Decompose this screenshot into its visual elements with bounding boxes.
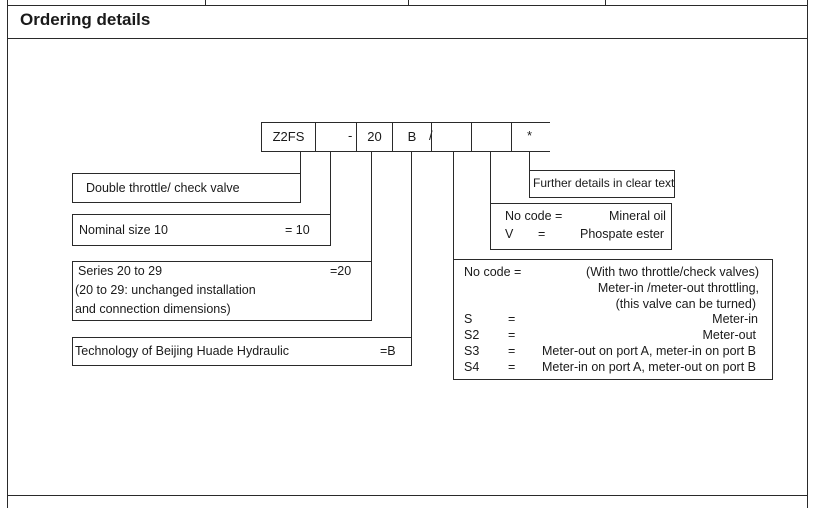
code-slash: / [429,128,433,143]
seals-code: No code = [505,209,563,223]
code-cell-extra-bottom [511,151,550,152]
valve-type-box [72,173,301,203]
throttle-no-code-line: (this valve can be turned) [615,297,756,311]
section-rule [7,38,807,39]
leader-line [490,151,491,204]
throttle-eq: = [508,312,516,326]
throttle-desc: Meter-in [712,312,758,326]
nominal-size-box [72,214,331,246]
throttle-eq: = [508,360,516,374]
further-details-label: Further details in clear text [533,176,675,190]
throttle-code: S2 [464,328,480,342]
code-cell-throttle [431,122,472,152]
frame-tick [205,0,206,6]
throttle-eq: = [508,328,516,342]
frame-right [807,0,808,508]
leader-line [330,151,331,215]
throttle-desc: Meter-out [702,328,757,342]
series-value: =20 [330,264,352,278]
frame-bottom-rule [7,495,807,496]
throttle-no-code-line: Meter-in /meter-out throttling, [597,281,759,295]
throttle-no-code: No code = [464,265,522,279]
frame-tick [605,0,606,6]
throttle-desc: Meter-out on port A, meter-in on port B [542,344,756,358]
code-cell-type: Z2FS [261,122,316,152]
technology-box [72,337,412,366]
leader-line [529,151,530,171]
technology-value: =B [380,344,396,358]
throttle-code: S4 [464,360,480,374]
frame-left [7,0,8,508]
leader-line [453,151,454,259]
leader-line [300,151,301,174]
frame-tick [408,0,409,6]
seals-code: V [505,227,514,241]
frame-top-rule [7,5,807,6]
valve-type-label: Double throttle/ check valve [86,181,240,195]
leader-line [411,151,412,338]
leader-line [371,151,372,262]
seals-desc: Phospate ester [580,227,665,241]
throttle-no-code-line: (With two throttle/check valves) [586,265,759,279]
series-box [72,261,372,321]
throttle-desc: Meter-in on port A, meter-out on port B [542,360,756,374]
series-line3: and connection dimensions) [75,302,231,316]
series-line2: (20 to 29: unchanged installation [75,283,256,297]
nominal-size-label: Nominal size 10 [79,223,168,237]
section-title: Ordering details [20,10,151,29]
code-dash: - [348,128,353,143]
throttle-box [453,259,773,380]
code-cell-technology: B [392,122,432,152]
seals-eq: = [538,227,546,241]
code-cell-series: 20 [356,122,393,152]
code-cell-seals [471,122,512,152]
seals-box [490,203,672,250]
further-details-box [529,170,675,198]
throttle-code: S [464,312,473,326]
seals-desc: Mineral oil [609,209,666,223]
throttle-eq: = [508,344,516,358]
throttle-code: S3 [464,344,480,358]
technology-label: Technology of Beijing Huade Hydraulic [75,344,290,358]
series-line1: Series 20 to 29 [78,264,163,278]
code-cell-extra: * [527,128,533,143]
code-cell-extra-top [511,122,550,123]
nominal-size-value: = 10 [285,223,310,237]
